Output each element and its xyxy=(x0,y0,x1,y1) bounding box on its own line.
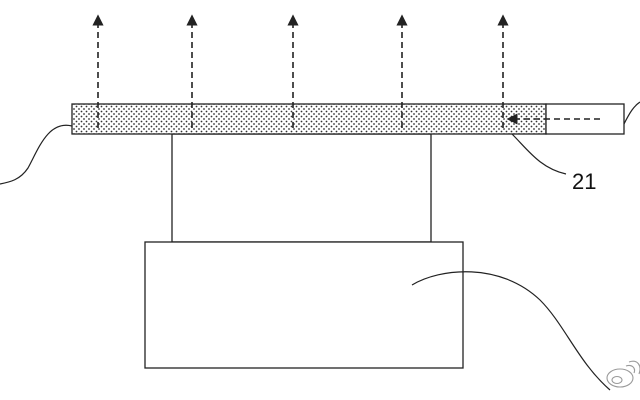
dotted-plate xyxy=(71,103,547,135)
leader-line-inlet xyxy=(623,101,640,125)
leader-line-base xyxy=(411,271,611,391)
support-column xyxy=(171,133,432,243)
base-block xyxy=(144,241,464,369)
leader-line-left xyxy=(0,124,73,185)
leader-lines xyxy=(0,101,640,391)
upward-arrows xyxy=(92,14,509,128)
leader-line-plate xyxy=(511,133,567,175)
plate-ref-label: 21 xyxy=(572,169,596,194)
watermark-logo xyxy=(606,360,640,388)
